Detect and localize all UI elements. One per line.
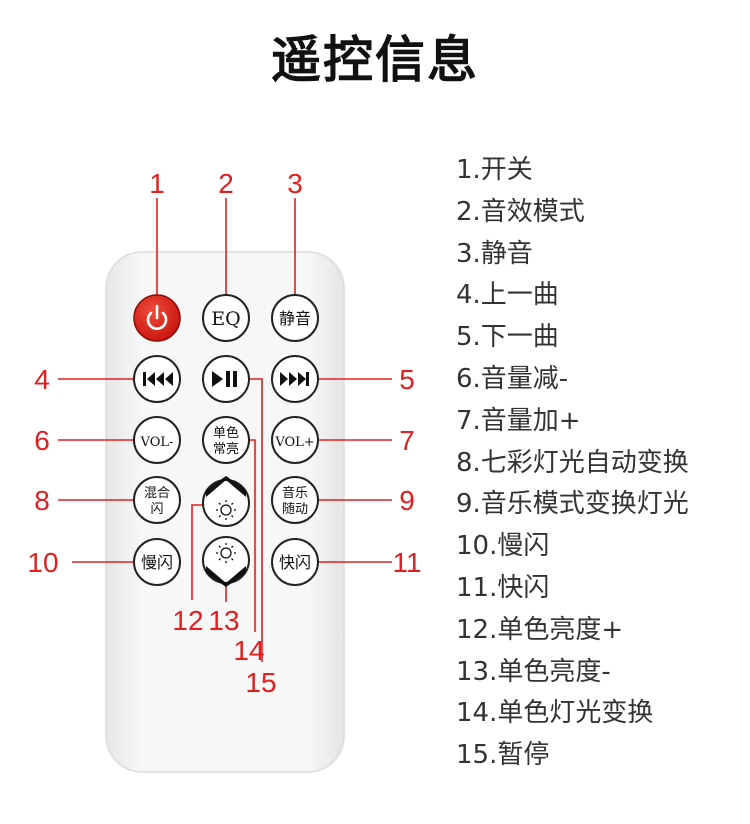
- power-button[interactable]: [133, 294, 181, 342]
- callout-line-14: [249, 439, 256, 632]
- volume-up-button[interactable]: VOL+: [271, 416, 319, 464]
- next-track-button[interactable]: [271, 355, 319, 403]
- brightness-down-arrow: [206, 566, 246, 587]
- legend-item: 2.音效模式: [456, 196, 585, 227]
- legend-item: 4.上一曲: [456, 280, 559, 311]
- legend-item: 11.快闪: [456, 572, 550, 603]
- mix-flash-label-line2: 闪: [150, 502, 163, 517]
- callout-number-11: 11: [392, 547, 421, 578]
- eq-button[interactable]: EQ: [202, 294, 250, 342]
- brightness-down-icon: [216, 543, 236, 563]
- callout-number-9: 9: [399, 485, 415, 516]
- callout-number-1: 1: [149, 168, 165, 199]
- legend-item: 13.单色亮度-: [456, 656, 611, 687]
- play-pause-button[interactable]: [202, 355, 250, 403]
- mute-button-label: 静音: [279, 309, 311, 328]
- single-color-label-line2: 常亮: [213, 441, 239, 457]
- callout-number-13: 13: [208, 605, 239, 636]
- brightness-up-button[interactable]: [202, 476, 250, 527]
- brightness-up-icon: [216, 500, 236, 520]
- fast-flash-button[interactable]: 快闪: [271, 538, 319, 586]
- callout-number-4: 4: [34, 364, 50, 395]
- callout-number-2: 2: [218, 168, 234, 199]
- legend-item: 7.音量加+: [456, 405, 581, 436]
- legend-item: 5.下一曲: [456, 322, 559, 353]
- music-follow-label-line1: 音乐: [282, 485, 308, 501]
- next-track-icon: [280, 372, 309, 386]
- callout-number-15: 15: [245, 667, 276, 698]
- legend-item: 12.单色亮度+: [456, 614, 624, 645]
- slow-flash-button[interactable]: 慢闪: [133, 538, 181, 586]
- callout-number-5: 5: [399, 364, 415, 395]
- mute-button[interactable]: 静音: [271, 294, 319, 342]
- callout-number-7: 7: [399, 425, 415, 456]
- volume-up-label: VOL+: [274, 435, 314, 450]
- legend-item: 15.暂停: [456, 740, 550, 771]
- single-color-label-line1: 单色: [213, 425, 239, 441]
- callout-line-15: [249, 378, 263, 662]
- legend-item: 1.开关: [456, 155, 533, 185]
- previous-track-icon: [143, 372, 173, 386]
- eq-button-label: EQ: [211, 308, 240, 330]
- callout-number-3: 3: [287, 168, 303, 199]
- callout-number-6: 6: [34, 425, 50, 456]
- mix-flash-button[interactable]: 混合 闪: [133, 476, 181, 524]
- callout-number-8: 8: [34, 485, 50, 516]
- callout-number-10: 10: [27, 547, 58, 578]
- music-follow-button[interactable]: 音乐 随动: [271, 476, 319, 524]
- brightness-down-button[interactable]: [202, 536, 250, 587]
- legend-item: 14.单色灯光变换: [456, 698, 654, 729]
- page-title: 遥控信息: [271, 31, 479, 89]
- callout-number-14: 14: [233, 635, 264, 666]
- previous-track-button[interactable]: [133, 355, 181, 403]
- legend-list: 1.开关 2.音效模式 3.静音 4.上一曲 5.下一曲 6.音量减- 7.音量…: [456, 150, 689, 777]
- single-color-button[interactable]: 单色 常亮: [202, 416, 250, 464]
- legend-item: 9.音乐模式变换灯光: [456, 489, 689, 520]
- volume-down-label: VOL-: [140, 435, 174, 450]
- callout-line-12: [191, 504, 203, 600]
- brightness-up-arrow: [206, 476, 246, 497]
- slow-flash-label: 慢闪: [141, 553, 173, 572]
- play-pause-icon: [212, 371, 237, 387]
- callout-number-12: 12: [172, 605, 203, 636]
- legend-item: 6.音量减-: [456, 363, 569, 394]
- fast-flash-label: 快闪: [279, 553, 311, 572]
- power-icon: [146, 304, 168, 330]
- music-follow-label-line2: 随动: [282, 502, 308, 517]
- legend-item: 8.七彩灯光自动变换: [456, 447, 689, 478]
- mix-flash-label-line1: 混合: [144, 486, 170, 501]
- volume-down-button[interactable]: VOL-: [133, 416, 181, 464]
- legend-item: 3.静音: [456, 238, 533, 269]
- legend-item: 10.慢闪: [456, 531, 550, 562]
